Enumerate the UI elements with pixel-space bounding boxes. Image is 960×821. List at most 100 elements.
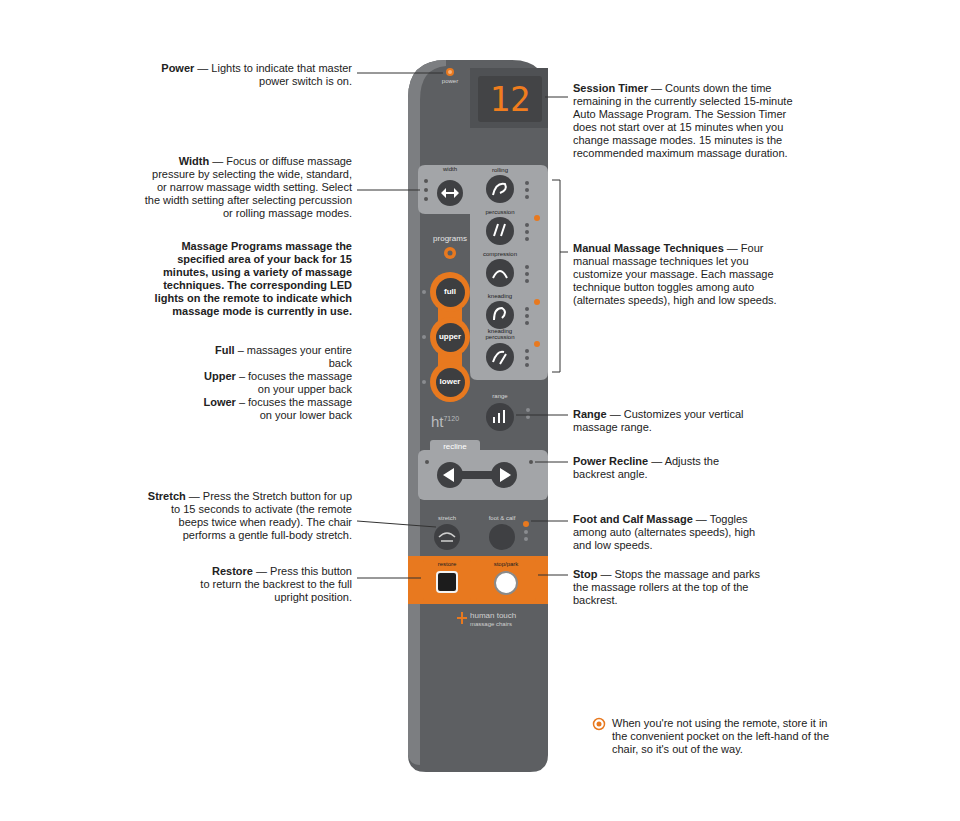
- callout-text: Manual Massage Techniques: [573, 242, 724, 254]
- button-label: compression: [483, 251, 517, 257]
- technique-buttons-part: [494, 224, 505, 236]
- technique-buttons-part: [493, 184, 506, 195]
- callout-text: Foot and Calf Massage: [573, 513, 693, 525]
- callout-text: Power Recline: [573, 455, 648, 467]
- callout-text: – massages your entire back: [238, 344, 352, 369]
- button-label: foot & calf: [489, 515, 516, 521]
- callout-text-group: Upper– focuses the massage on your upper…: [202, 370, 352, 396]
- callout-text: Upper: [204, 370, 236, 382]
- width-button-part: [437, 180, 463, 206]
- brand-logo: [457, 612, 467, 624]
- note-bullet-part: [594, 719, 605, 730]
- program-buttons: [422, 247, 470, 402]
- width-button: [424, 179, 463, 206]
- orange-band: [408, 556, 548, 604]
- callout-text: – focuses the massage on your lower back: [239, 396, 352, 421]
- technique-buttons-part: [486, 259, 514, 287]
- callout-text: Width: [179, 155, 209, 167]
- button-label-group: kneading percussion: [480, 328, 520, 340]
- power-led-part: [448, 70, 452, 74]
- button-label: width: [443, 166, 457, 172]
- remote-body-part: [408, 60, 548, 780]
- callout-text-group: Manual Massage Techniques— Four manual m…: [573, 242, 801, 307]
- brand-name-group: human touchmassage chairs: [470, 611, 540, 629]
- stretch-foot-buttons-part: [523, 521, 529, 527]
- range-button-part: [526, 408, 530, 412]
- technique-buttons-part: [493, 271, 507, 278]
- model-number: 7120: [443, 415, 459, 422]
- callout-text: Power: [161, 62, 194, 74]
- leader-lines-part: [531, 521, 568, 522]
- stop-button: stop/park: [476, 558, 536, 602]
- leader-lines-part: [357, 190, 420, 191]
- stop-circle: [494, 571, 518, 595]
- program-buttons-part: [422, 380, 426, 384]
- restore-button: restore: [423, 558, 471, 602]
- technique-buttons-part: [486, 217, 514, 245]
- stop-button-label: stop/park: [494, 561, 519, 567]
- callout-text: Stop: [573, 568, 597, 580]
- program-buttons-part: [422, 335, 426, 339]
- callout-text-group: Massage Programs massage the specified a…: [140, 240, 352, 318]
- callout-text: Lower: [203, 396, 235, 408]
- button-label: rolling: [492, 167, 508, 173]
- model-number: ht: [431, 413, 444, 430]
- brand-logo-part: [457, 612, 467, 624]
- leader-lines-part: [552, 180, 568, 372]
- width-button-part: [441, 188, 459, 198]
- button-label-group: width: [430, 166, 470, 173]
- program-buttons-part: [448, 251, 453, 256]
- note-text: When you're not using the remote, store …: [612, 717, 829, 755]
- program-buttons-part: [430, 272, 470, 312]
- program-buttons-part: [444, 247, 456, 259]
- range-button-part: [526, 415, 530, 419]
- width-button-part: [424, 197, 428, 201]
- callout-text: Full: [215, 344, 235, 356]
- program-button-label: lower: [440, 378, 461, 386]
- program-buttons-part: [422, 290, 426, 294]
- technique-buttons-part: [494, 308, 505, 320]
- callout-text: Stretch: [148, 490, 186, 502]
- recline-panel-part: [425, 460, 429, 464]
- timer-display: 12: [478, 76, 542, 122]
- technique-leds-part: [534, 341, 540, 347]
- section-label-group: programs: [420, 234, 480, 243]
- callout-text: Session Timer: [573, 82, 648, 94]
- technique-buttons-part: [493, 352, 506, 364]
- technique-leds-part: [525, 237, 529, 241]
- button-label-group: compression: [475, 251, 525, 258]
- stretch-foot-buttons-part: [434, 524, 460, 550]
- program-buttons-part: [430, 362, 470, 402]
- button-label-group: foot & calf: [472, 515, 532, 522]
- callout-text: – focuses the massage on your upper back: [239, 370, 352, 395]
- callout-text-group: Power— Lights to indicate that master po…: [150, 62, 352, 88]
- technique-leds-part: [525, 349, 529, 353]
- model-number-group: ht7120: [420, 410, 470, 431]
- remote-body: [408, 60, 548, 780]
- stretch-foot-buttons-part: [524, 537, 528, 541]
- technique-leds-part: [525, 356, 529, 360]
- leader-lines-part: [357, 521, 436, 527]
- technique-leds-part: [525, 307, 529, 311]
- technique-leds: [525, 181, 540, 367]
- technique-leds-part: [534, 215, 540, 221]
- technique-leds-part: [525, 363, 529, 367]
- callout-text: Restore: [212, 565, 253, 577]
- callout-text: Massage Programs massage the specified a…: [155, 240, 352, 317]
- callout-text-group: Session Timer— Counts down the time rema…: [573, 82, 801, 160]
- width-button-part: [424, 179, 428, 183]
- technique-leds-part: [525, 265, 529, 269]
- restore-square: [436, 571, 458, 593]
- power-led: [446, 68, 454, 76]
- brand-name: human touch: [470, 611, 540, 620]
- timer-display-label: 12: [490, 82, 531, 116]
- callout-text: — Stops the massage and parks the massag…: [573, 568, 760, 606]
- leader-lines-part: [357, 578, 421, 579]
- button-label: stretch: [438, 515, 456, 521]
- stretch-foot-buttons: [434, 521, 529, 550]
- stretch-foot-buttons-part: [524, 530, 528, 534]
- range-button-part: [486, 403, 514, 431]
- range-button: [486, 403, 530, 431]
- technique-leds-part: [525, 195, 529, 199]
